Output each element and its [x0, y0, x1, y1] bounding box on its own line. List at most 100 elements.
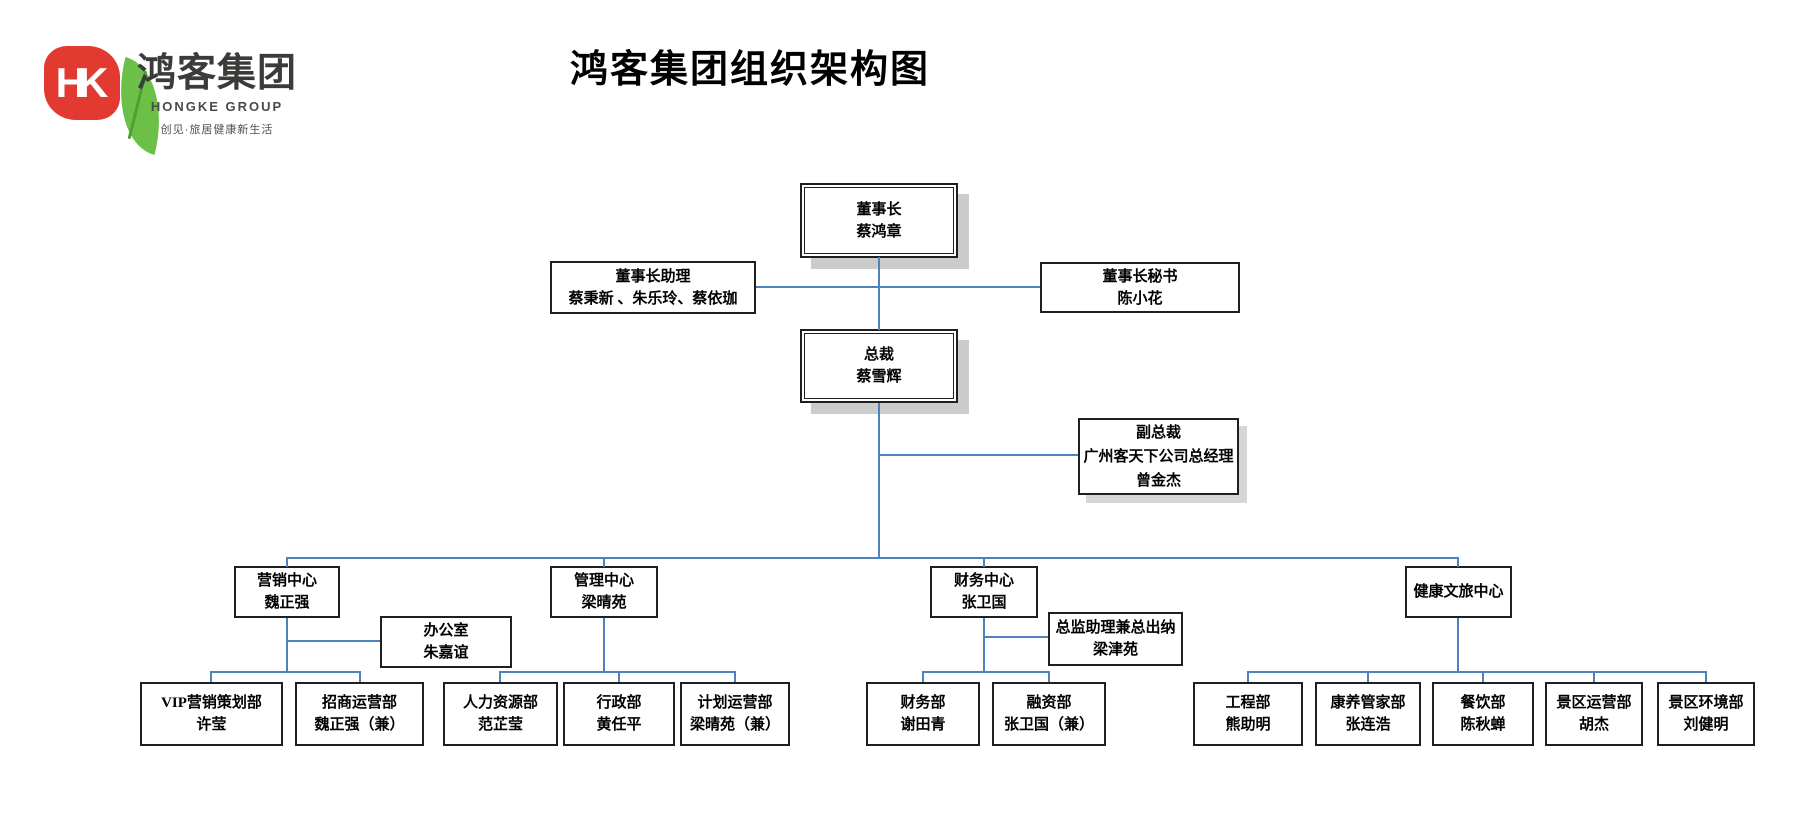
org-node-office: 办公室 朱嘉谊: [380, 616, 512, 668]
org-node-admin-dept: 行政部 黄任平: [563, 682, 675, 746]
connector-line: [922, 671, 924, 682]
connector-line: [756, 286, 1040, 288]
brand-tagline: 创见·旅居健康新生活: [160, 124, 274, 136]
connector-line: [1482, 671, 1484, 682]
connector-line: [618, 671, 620, 682]
node-title: 工程部: [1225, 695, 1271, 711]
org-node-chairman: 董事长 蔡鸿章: [800, 183, 958, 258]
connector-line: [922, 671, 1050, 673]
node-person: 胡杰: [1578, 717, 1609, 733]
node-person: 曾金杰: [1135, 472, 1181, 489]
company-logo: HK 鸿客集团 HONGKE GROUP 创见·旅居健康新生活: [40, 30, 296, 155]
connector-line: [983, 557, 985, 567]
node-title: 财务中心: [953, 573, 1014, 589]
org-node-chairman-assistant: 董事长助理 蔡秉新 、朱乐玲、蔡依珈: [550, 261, 756, 314]
connector-line: [1247, 671, 1249, 682]
node-person: 梁晴苑: [581, 595, 627, 611]
org-node-health-tourism-center: 健康文旅中心: [1405, 566, 1512, 618]
connector-line: [983, 618, 985, 672]
connector-line: [286, 557, 288, 567]
connector-line: [286, 557, 1459, 559]
node-person: 谢田青: [900, 717, 946, 733]
connector-line: [878, 403, 880, 559]
node-title: 办公室: [423, 623, 469, 639]
org-node-scenic-environment-dept: 景区环境部 刘健明: [1657, 682, 1755, 746]
connector-line: [499, 671, 736, 673]
connector-line: [734, 671, 736, 682]
node-person: 蔡秉新 、朱乐玲、蔡依珈: [568, 290, 738, 307]
org-node-president: 总裁 蔡雪辉: [800, 329, 958, 403]
node-title: 管理中心: [573, 573, 634, 589]
node-title: 营销中心: [256, 573, 317, 589]
node-person: 蔡鸿章: [856, 223, 902, 240]
org-node-treasury-assistant: 总监助理兼总出纳 梁津苑: [1048, 612, 1183, 666]
node-title: 董事长: [856, 201, 902, 218]
connector-line: [1705, 671, 1707, 682]
org-node-engineering-dept: 工程部 熊助明: [1193, 682, 1303, 746]
node-person: 黄任平: [596, 717, 642, 733]
node-person: 许莹: [196, 717, 227, 733]
org-node-planning-operation-dept: 计划运营部 梁晴苑（兼）: [680, 682, 790, 746]
connector-line: [287, 640, 380, 642]
node-person: 梁晴苑（兼）: [689, 717, 780, 733]
node-subtitle: 广州客天下公司总经理: [1083, 448, 1234, 465]
node-person: 陈秋蝉: [1460, 717, 1506, 733]
org-node-finance-dept: 财务部 谢田青: [866, 682, 980, 746]
node-person: 刘健明: [1683, 717, 1729, 733]
org-node-vip-marketing-dept: VIP营销策划部 许莹: [140, 682, 283, 746]
org-node-wellness-butler-dept: 康养管家部 张连浩: [1315, 682, 1421, 746]
org-node-management-center: 管理中心 梁晴苑: [550, 566, 658, 618]
connector-line: [1367, 671, 1369, 682]
node-title: 财务部: [900, 695, 946, 711]
node-title: 人力资源部: [462, 695, 538, 711]
node-person: 张卫国（兼）: [1003, 717, 1094, 733]
node-person: 魏正强（兼）: [314, 717, 405, 733]
node-person: 张连浩: [1345, 717, 1391, 733]
connector-line: [603, 557, 605, 567]
connector-line: [1457, 557, 1459, 567]
node-person: 蔡雪辉: [856, 369, 902, 385]
node-title: 总监助理兼总出纳: [1055, 620, 1176, 636]
connector-line: [286, 618, 288, 673]
org-node-hr-dept: 人力资源部 范芷莹: [443, 682, 558, 746]
node-person: 朱嘉谊: [423, 645, 469, 661]
node-title: 健康文旅中心: [1413, 584, 1504, 600]
connector-line: [1593, 671, 1595, 682]
org-node-catering-dept: 餐饮部 陈秋蝉: [1432, 682, 1534, 746]
node-title: 景区环境部: [1668, 695, 1744, 711]
org-node-investment-operation-dept: 招商运营部 魏正强（兼）: [295, 682, 424, 746]
org-node-vice-president: 副总裁 广州客天下公司总经理 曾金杰: [1078, 418, 1239, 495]
node-title: 董事长助理: [615, 268, 691, 285]
node-person: 梁津苑: [1092, 642, 1138, 658]
node-title: 副总裁: [1135, 424, 1181, 441]
brand-text: 鸿客集团 HONGKE GROUP 创见·旅居健康新生活: [134, 42, 300, 137]
node-person: 熊助明: [1225, 717, 1271, 733]
node-person: 陈小花: [1117, 290, 1163, 307]
connector-line: [1048, 671, 1050, 682]
org-node-scenic-operation-dept: 景区运营部 胡杰: [1545, 682, 1643, 746]
connector-line: [878, 257, 880, 330]
org-node-chairman-secretary: 董事长秘书 陈小花: [1040, 262, 1240, 313]
node-title: 计划运营部: [697, 695, 773, 711]
node-title: 董事长秘书: [1102, 268, 1178, 285]
node-title: 景区运营部: [1556, 695, 1632, 711]
brand-name-cn: 鸿客集团: [136, 52, 297, 95]
node-title: 行政部: [596, 695, 642, 711]
node-person: 范芷莹: [477, 717, 523, 733]
node-title: 餐饮部: [1460, 695, 1506, 711]
connector-line: [1457, 618, 1459, 672]
org-node-marketing-center: 营销中心 魏正强: [234, 566, 340, 618]
brand-name-en: HONGKE GROUP: [150, 99, 284, 114]
connector-line: [210, 671, 212, 682]
node-title: VIP营销策划部: [161, 695, 262, 711]
hk-monogram: HK: [55, 59, 109, 106]
org-node-financing-dept: 融资部 张卫国（兼）: [992, 682, 1106, 746]
connector-line: [879, 454, 1078, 456]
node-title: 总裁: [863, 347, 894, 363]
node-title: 招商运营部: [321, 695, 397, 711]
connector-line: [210, 671, 361, 673]
connector-line: [1247, 671, 1706, 673]
org-node-finance-center: 财务中心 张卫国: [930, 566, 1038, 618]
connector-line: [603, 618, 605, 672]
